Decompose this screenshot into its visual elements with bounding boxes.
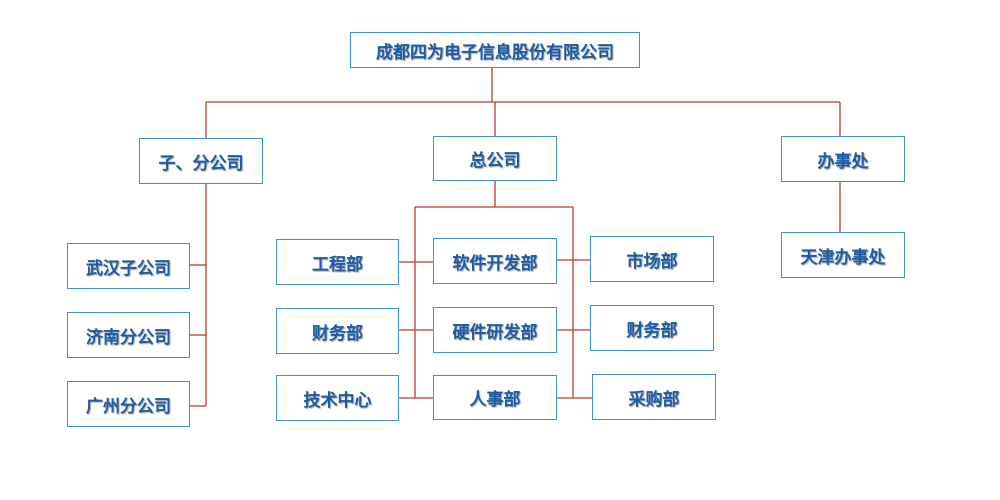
node-branches: 子、分公司 <box>139 138 263 184</box>
node-finance-right: 财务部 <box>590 305 714 351</box>
node-tianjin: 天津办事处 <box>781 232 905 278</box>
node-office: 办事处 <box>781 136 905 182</box>
node-hq: 总公司 <box>433 136 557 181</box>
node-purchasing: 采购部 <box>592 374 716 420</box>
node-hr: 人事部 <box>433 375 557 420</box>
node-wuhan: 武汉子公司 <box>67 243 190 289</box>
node-jinan: 济南分公司 <box>67 312 190 358</box>
node-tech-center: 技术中心 <box>276 375 399 421</box>
node-marketing: 市场部 <box>590 236 714 282</box>
node-finance-left: 财务部 <box>276 308 399 354</box>
node-hardware-dev: 硬件研发部 <box>433 307 557 353</box>
node-software-dev: 软件开发部 <box>433 238 557 284</box>
node-guangzhou: 广州分公司 <box>67 381 190 427</box>
node-root: 成都四为电子信息股份有限公司 <box>350 32 640 68</box>
node-engineering: 工程部 <box>276 239 399 285</box>
